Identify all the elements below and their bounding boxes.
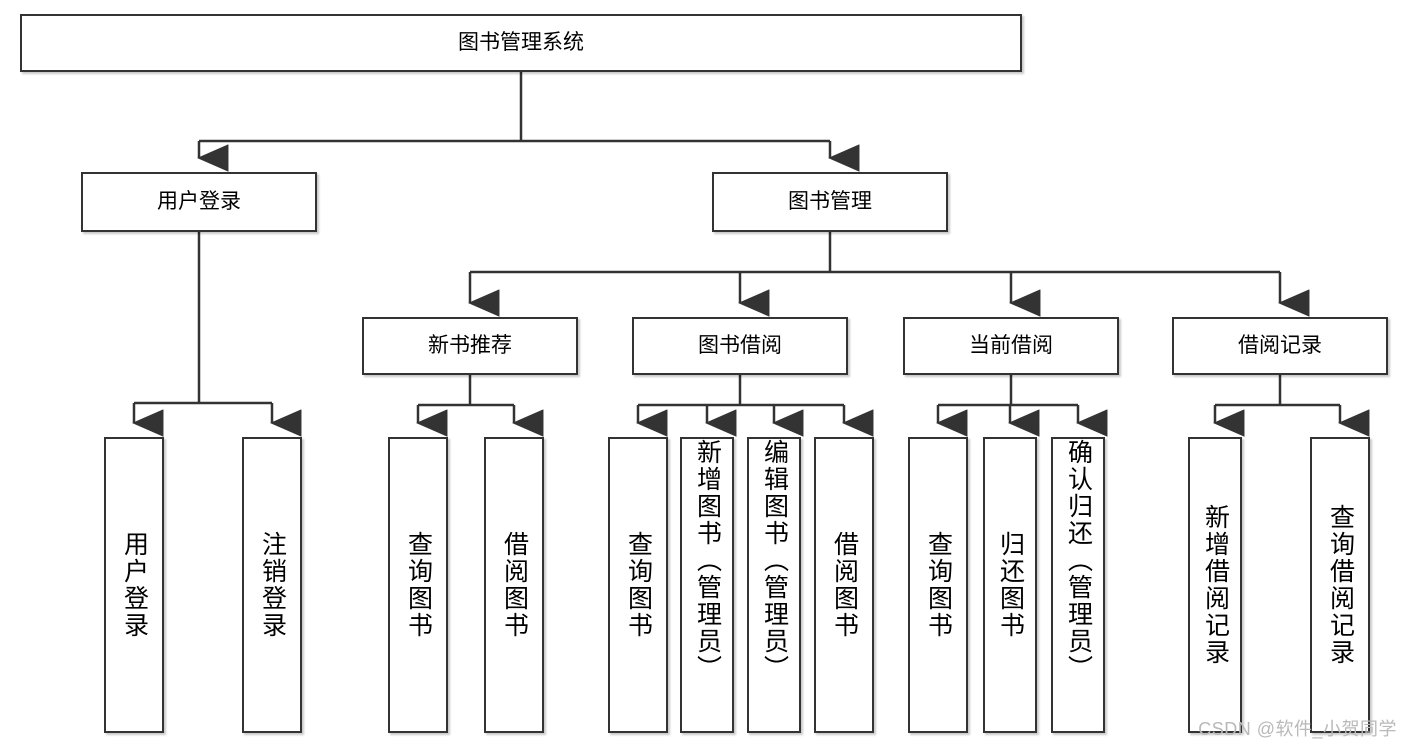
node-book-manage[interactable]: 图书管理 [712,172,948,232]
node-leaf-query-book-borrow-label: 查询图书 [624,531,653,639]
node-leaf-return-book-label: 归还图书 [996,531,1025,639]
node-leaf-confirm-return-admin-label: 确认归还（管理员） [1064,439,1093,682]
node-leaf-user-login[interactable]: 用户登录 [104,437,164,733]
node-book-borrow[interactable]: 图书借阅 [632,317,848,375]
edges-bookborrow-to-leaves [636,375,874,437]
node-user-login-label: 用户登录 [157,189,241,213]
node-leaf-borrow-book[interactable]: 借阅图书 [814,437,874,733]
edges-borrowrecord-to-leaves [1213,375,1370,437]
node-leaf-borrow-book-label: 借阅图书 [830,531,859,639]
node-leaf-query-book-borrow[interactable]: 查询图书 [608,437,668,733]
node-borrow-record-label: 借阅记录 [1238,333,1322,357]
node-leaf-add-borrow-record-label: 新增借阅记录 [1201,504,1230,666]
node-leaf-query-book-rec[interactable]: 查询图书 [388,437,448,733]
node-leaf-user-logout[interactable]: 注销登录 [242,437,302,733]
node-leaf-query-book-cur[interactable]: 查询图书 [908,437,968,733]
node-leaf-query-borrow-record[interactable]: 查询借阅记录 [1310,437,1370,733]
node-leaf-add-book-admin-label: 新增图书（管理员） [693,439,722,682]
node-leaf-query-book-rec-label: 查询图书 [404,531,433,639]
node-borrow-record[interactable]: 借阅记录 [1172,317,1388,375]
node-leaf-query-borrow-record-label: 查询借阅记录 [1326,504,1355,666]
node-book-borrow-label: 图书借阅 [698,333,782,357]
node-leaf-borrow-book-rec[interactable]: 借阅图书 [484,437,544,733]
node-leaf-add-borrow-record[interactable]: 新增借阅记录 [1188,437,1242,733]
node-leaf-user-logout-label: 注销登录 [258,531,287,639]
edges-root-to-level2 [197,72,860,172]
node-leaf-edit-book-admin[interactable]: 编辑图书（管理员） [747,437,801,733]
node-leaf-confirm-return-admin[interactable]: 确认归还（管理员） [1051,437,1105,733]
node-leaf-add-book-admin[interactable]: 新增图书（管理员） [680,437,734,733]
node-root[interactable]: 图书管理系统 [20,14,1022,72]
edges-newbook-to-leaves [416,375,544,437]
node-new-book-recommend[interactable]: 新书推荐 [362,317,578,375]
node-leaf-borrow-book-rec-label: 借阅图书 [500,531,529,639]
node-leaf-edit-book-admin-label: 编辑图书（管理员） [760,439,789,682]
node-leaf-return-book[interactable]: 归还图书 [983,437,1037,733]
edges-userlogin-to-leaves [132,232,302,437]
node-leaf-user-login-label: 用户登录 [120,531,149,639]
node-current-borrow-label: 当前借阅 [969,333,1053,357]
node-leaf-query-book-cur-label: 查询图书 [924,531,953,639]
node-book-manage-label: 图书管理 [788,189,872,213]
edges-currentborrow-to-leaves [936,375,1108,437]
node-user-login[interactable]: 用户登录 [81,172,317,232]
edges-bookmanage-to-level3 [468,232,1310,317]
node-root-label: 图书管理系统 [458,30,584,54]
node-new-book-recommend-label: 新书推荐 [428,333,512,357]
node-current-borrow[interactable]: 当前借阅 [903,317,1119,375]
